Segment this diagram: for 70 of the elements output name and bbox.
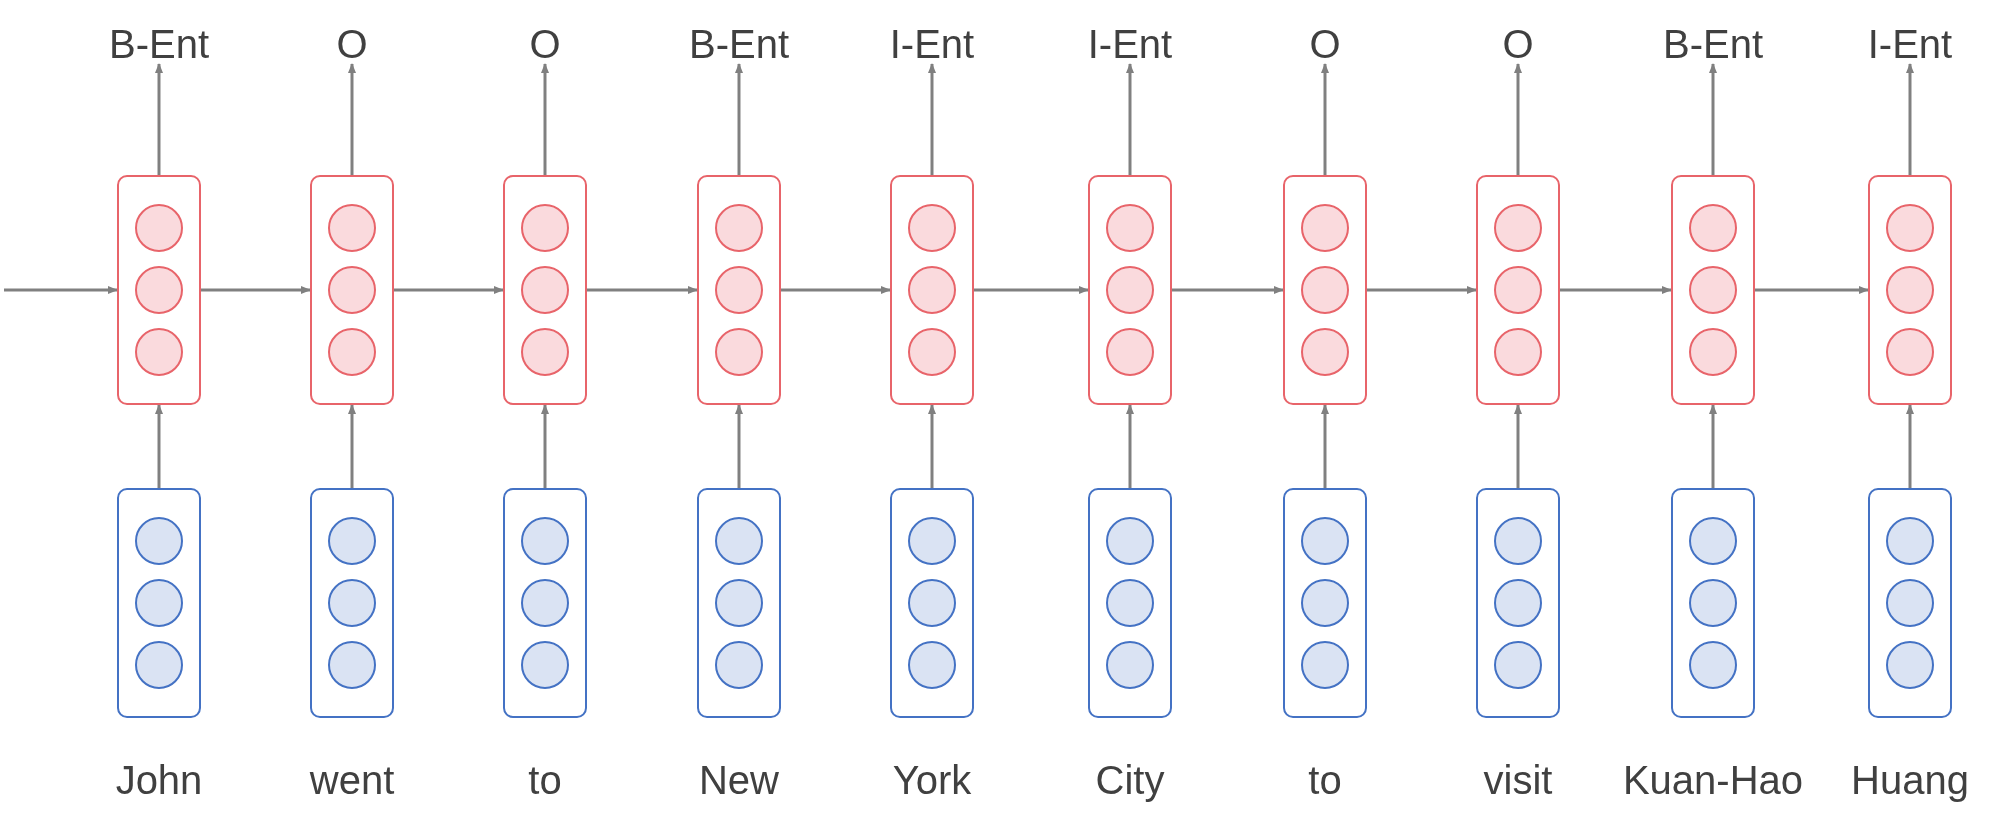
output-vector-box xyxy=(503,175,587,405)
word-label: York xyxy=(892,760,972,800)
arrow xyxy=(1709,404,1717,488)
tag-label: O xyxy=(336,24,368,64)
tag-label: O xyxy=(1309,24,1341,64)
tag-label: O xyxy=(529,24,561,64)
tag-label: O xyxy=(1502,24,1534,64)
arrow xyxy=(1514,404,1522,488)
arrow xyxy=(587,286,698,294)
input-vector-box xyxy=(503,488,587,718)
output-vector-box xyxy=(1283,175,1367,405)
input-vector-box xyxy=(1868,488,1952,718)
arrow xyxy=(781,286,891,294)
arrow xyxy=(1906,404,1914,488)
output-vector-box xyxy=(1088,175,1172,405)
input-vector-box xyxy=(1671,488,1755,718)
arrow xyxy=(4,286,118,294)
tag-label: I-Ent xyxy=(1087,24,1173,64)
arrow xyxy=(735,404,743,488)
arrow xyxy=(1560,286,1672,294)
arrow xyxy=(1906,63,1914,175)
input-vector-box xyxy=(1088,488,1172,718)
input-vector-box xyxy=(1283,488,1367,718)
word-label: Huang xyxy=(1851,760,1969,800)
arrow xyxy=(1755,286,1869,294)
arrow xyxy=(974,286,1089,294)
arrow xyxy=(155,404,163,488)
tag-label: B-Ent xyxy=(108,24,209,64)
output-vector-box xyxy=(310,175,394,405)
input-vector-box xyxy=(697,488,781,718)
arrow xyxy=(1321,63,1329,175)
input-vector-box xyxy=(890,488,974,718)
output-vector-box xyxy=(1671,175,1755,405)
word-label: visit xyxy=(1483,760,1553,800)
arrow xyxy=(348,63,356,175)
arrow xyxy=(541,63,549,175)
word-label: New xyxy=(699,760,779,800)
tag-label: B-Ent xyxy=(688,24,789,64)
output-vector-box xyxy=(117,175,201,405)
arrow xyxy=(1321,404,1329,488)
output-vector-box xyxy=(1476,175,1560,405)
input-vector-box xyxy=(117,488,201,718)
arrow xyxy=(735,63,743,175)
input-vector-box xyxy=(310,488,394,718)
tag-label: I-Ent xyxy=(889,24,975,64)
word-label: to xyxy=(528,760,562,800)
tag-label: B-Ent xyxy=(1662,24,1763,64)
tag-label: I-Ent xyxy=(1867,24,1953,64)
arrow xyxy=(201,286,311,294)
arrow xyxy=(348,404,356,488)
output-vector-box xyxy=(890,175,974,405)
arrow xyxy=(928,404,936,488)
input-vector-box xyxy=(1476,488,1560,718)
arrow xyxy=(1514,63,1522,175)
output-vector-box xyxy=(1868,175,1952,405)
word-label: City xyxy=(1095,760,1165,800)
arrow xyxy=(1367,286,1477,294)
arrow xyxy=(541,404,549,488)
arrow xyxy=(1709,63,1717,175)
word-label: went xyxy=(309,760,395,800)
arrow xyxy=(394,286,504,294)
word-label: John xyxy=(115,760,203,800)
arrow xyxy=(155,63,163,175)
word-label: Kuan-Hao xyxy=(1622,760,1804,800)
word-label: to xyxy=(1308,760,1342,800)
arrow xyxy=(1172,286,1284,294)
output-vector-box xyxy=(697,175,781,405)
arrow xyxy=(928,63,936,175)
arrow xyxy=(1126,63,1134,175)
arrow xyxy=(1126,404,1134,488)
